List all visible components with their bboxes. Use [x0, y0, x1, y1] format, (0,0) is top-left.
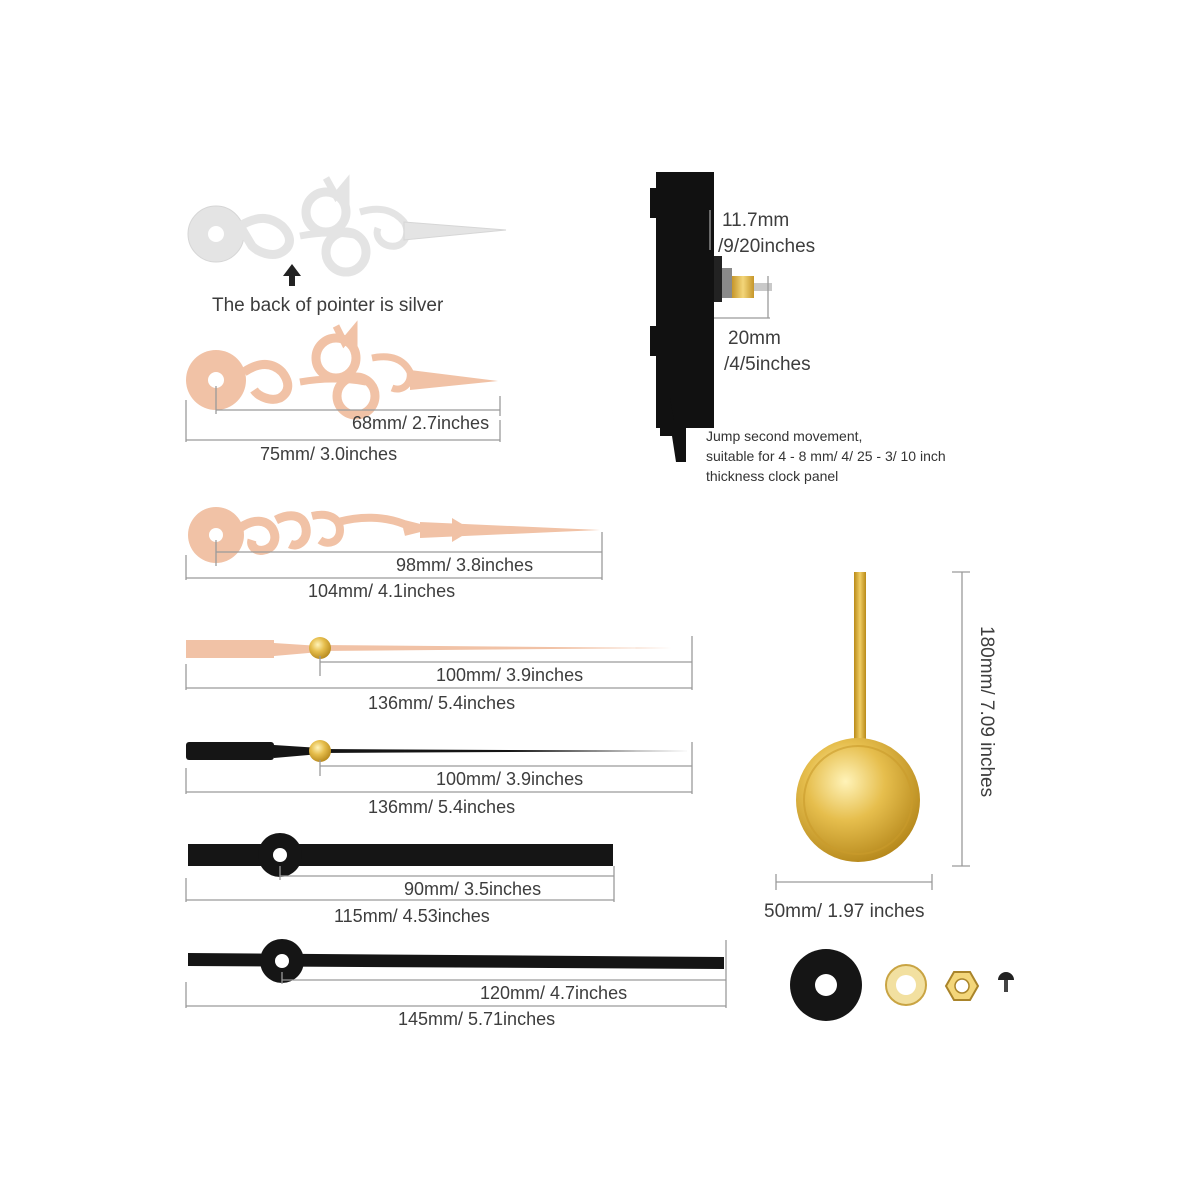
up-arrow-icon — [283, 264, 301, 286]
silver-note-label: The back of pointer is silver — [212, 295, 444, 316]
minute-total-label: 145mm/ 5.71inches — [398, 1009, 556, 1029]
rose-gold-second-hand — [186, 637, 672, 659]
hour-total-label: 115mm/ 4.53inches — [334, 906, 490, 926]
movement-desc-line2: suitable for 4 - 8 mm/ 4/ 25 - 3/ 10 inc… — [706, 448, 946, 464]
rose-gold-ornate-hand-small — [186, 320, 498, 420]
shaft-length-mm-label: 20mm — [728, 328, 781, 349]
shaft-length-in-label: /4/5inches — [724, 354, 811, 375]
ornate-large-inner-label: 98mm/ 3.8inches — [396, 555, 534, 575]
second-black-inner-label: 100mm/ 3.9inches — [436, 769, 584, 789]
black-minute-hand — [188, 939, 724, 983]
hour-inner-label: 90mm/ 3.5inches — [404, 879, 542, 899]
black-second-hand — [186, 740, 690, 762]
clock-movement-icon — [650, 172, 772, 462]
black-hour-hand — [188, 833, 613, 877]
silver-ornate-hand — [187, 174, 507, 277]
minute-inner-label: 120mm/ 4.7inches — [480, 983, 628, 1003]
shaft-width-in-label: /9/20inches — [718, 236, 816, 257]
screw-icon — [998, 972, 1014, 992]
pendulum-icon — [775, 571, 970, 890]
ornate-large-total-label: 104mm/ 4.1inches — [308, 581, 456, 601]
ornate-small-total-label: 75mm/ 3.0inches — [260, 444, 398, 464]
pendulum-length-label: 180mm/ 7.09 inches — [976, 626, 997, 798]
rose-gold-ornate-hand-large — [188, 507, 600, 563]
second-rose-inner-label: 100mm/ 3.9inches — [436, 665, 584, 685]
second-black-total-label: 136mm/ 5.4inches — [368, 797, 516, 817]
shaft-width-mm-label: 11.7mm — [722, 210, 790, 231]
second-rose-total-label: 136mm/ 5.4inches — [368, 693, 516, 713]
rubber-washer-icon — [790, 949, 862, 1021]
movement-desc-line3: thickness clock panel — [706, 468, 839, 484]
pendulum-width-label: 50mm/ 1.97 inches — [764, 901, 925, 922]
ornate-small-inner-label: 68mm/ 2.7inches — [352, 413, 490, 433]
hex-nut-icon — [944, 971, 980, 1001]
brass-washer-icon — [885, 964, 927, 1006]
movement-desc-line1: Jump second movement, — [706, 428, 863, 444]
hand-dimension-lines — [185, 386, 727, 1008]
